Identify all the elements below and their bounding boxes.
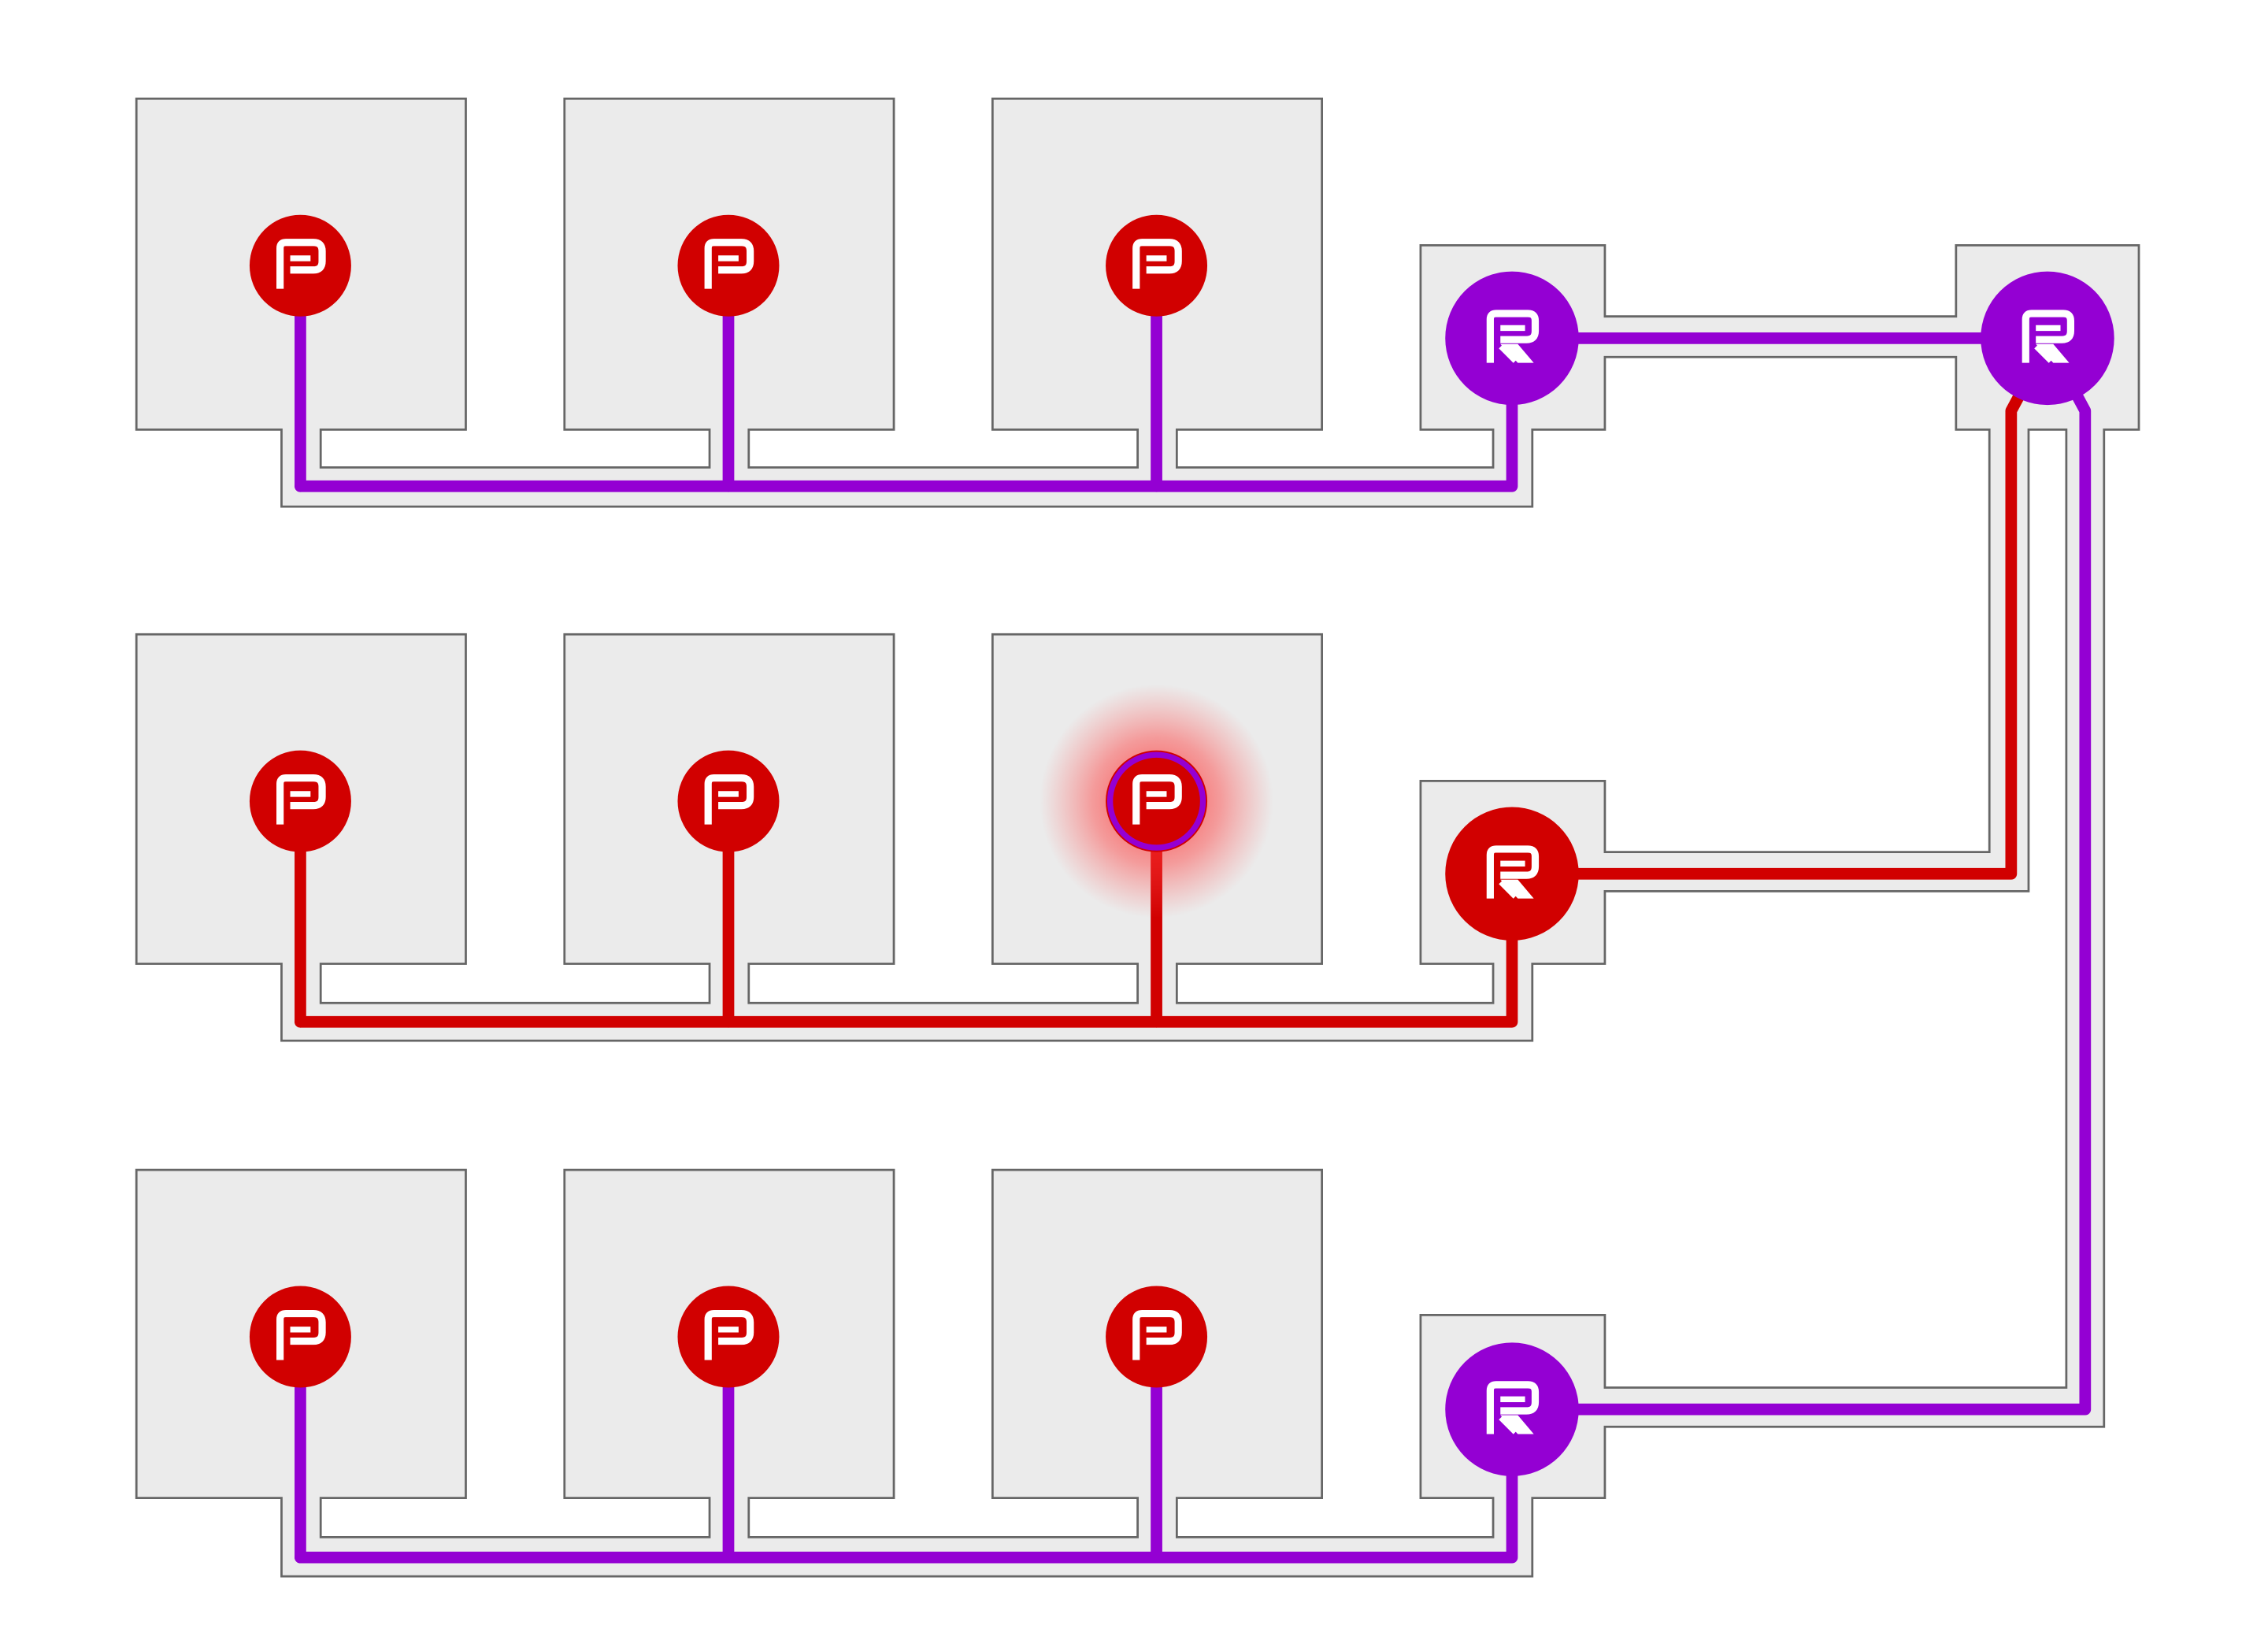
core-router-node[interactable]: R bbox=[1981, 271, 2114, 406]
p-node[interactable]: P bbox=[677, 750, 780, 852]
r-node[interactable]: R bbox=[1445, 271, 1579, 406]
p-node[interactable]: P bbox=[249, 750, 351, 852]
r-node[interactable]: R bbox=[1445, 807, 1579, 941]
p-node-disc bbox=[1106, 1286, 1208, 1388]
p-node-ring bbox=[1106, 751, 1206, 851]
p-glyph bbox=[704, 1309, 754, 1360]
uplink-wire-bottom bbox=[1506, 386, 2092, 1416]
r-glyph bbox=[2022, 310, 2075, 363]
p-node-disc bbox=[1106, 750, 1208, 852]
p-node-disc bbox=[1106, 214, 1208, 317]
p-node[interactable]: P bbox=[1040, 684, 1273, 918]
bus-wire bbox=[295, 867, 1518, 1028]
p-node[interactable]: P bbox=[677, 214, 780, 317]
p-node[interactable]: P bbox=[1106, 1286, 1208, 1388]
r-glyph bbox=[1486, 845, 1540, 899]
r-node[interactable]: R bbox=[1445, 1342, 1579, 1476]
p-glyph bbox=[1132, 1309, 1182, 1360]
p-glyph bbox=[1132, 239, 1182, 289]
p-glyph bbox=[704, 239, 754, 289]
r-glyph bbox=[1486, 1381, 1540, 1434]
p-node[interactable]: P bbox=[249, 214, 351, 317]
p-node[interactable]: P bbox=[677, 1286, 780, 1388]
p-node-disc bbox=[677, 750, 780, 852]
bus-wire bbox=[295, 1403, 1518, 1564]
node-layer: P P P R P P P R P P P R R bbox=[249, 214, 2114, 1476]
p-node-disc bbox=[677, 1286, 780, 1388]
p-node-disc bbox=[249, 1286, 351, 1388]
uplink-wire-middle bbox=[1506, 386, 2028, 880]
p-glyph bbox=[1132, 774, 1182, 825]
p-node-disc bbox=[249, 214, 351, 317]
p-glyph bbox=[276, 774, 326, 825]
p-node-disc bbox=[249, 750, 351, 852]
r-glyph bbox=[1486, 310, 1540, 363]
p-glyph bbox=[276, 239, 326, 289]
p-glyph bbox=[276, 1309, 326, 1360]
p-glyph bbox=[704, 774, 754, 825]
p-node-disc bbox=[677, 214, 780, 317]
p-node[interactable]: P bbox=[249, 1286, 351, 1388]
p-node[interactable]: P bbox=[1106, 214, 1208, 317]
bus-wire bbox=[295, 332, 1518, 492]
